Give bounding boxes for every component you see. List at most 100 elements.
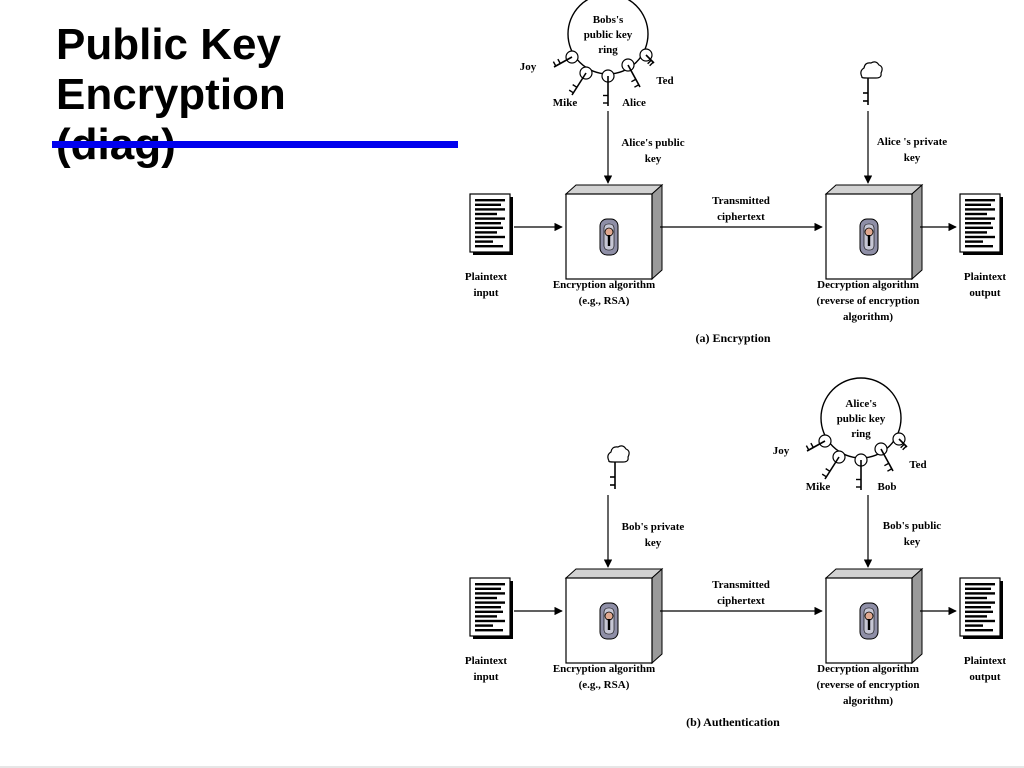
key-icon [621, 58, 641, 88]
plaintext-input-label-line: input [473, 671, 498, 683]
plaintext-output-label-line: output [969, 287, 1001, 299]
ring-name-line: Bob [878, 481, 897, 493]
key-icon [874, 442, 894, 472]
ring-name: Ted [909, 459, 926, 471]
plaintext-output-label: Plaintext output [964, 655, 1006, 683]
ring-name: Bob [878, 481, 897, 493]
document-icon [469, 577, 513, 639]
key-ring-label-line: public key [584, 29, 633, 41]
decryption-algorithm-label-line: Decryption algorithm [817, 663, 919, 675]
encryption-algorithm-label: Encryption algorithm (e.g., RSA) [553, 663, 655, 691]
key-icon [568, 66, 593, 96]
encryption-algorithm-box [564, 567, 664, 665]
key-icon [552, 50, 579, 68]
key-icon [821, 450, 846, 480]
encryption-algorithm-label-line: Encryption algorithm [553, 279, 655, 291]
panel-caption: (a) Encryption [696, 331, 771, 345]
ring-name: Alice [622, 97, 646, 109]
ring-name-line: Joy [520, 61, 537, 73]
ring-name-line: Joy [773, 445, 790, 457]
decryption-key-label-line: key [904, 152, 921, 164]
plaintext-input-label: Plaintext input [465, 271, 507, 299]
decryption-algorithm-label-line: (reverse of encryption [816, 679, 919, 691]
key-ring-label: Alice's public key ring [837, 398, 886, 440]
keyhole-lock-icon [599, 218, 619, 256]
transmitted-ciphertext-label: Transmitted ciphertext [712, 579, 770, 607]
key-icon [805, 434, 832, 452]
title-line: Public Key [56, 20, 281, 69]
decryption-algorithm-label-line: (reverse of encryption [816, 295, 919, 307]
document-icon [959, 193, 1003, 255]
key-icon [854, 453, 868, 490]
key-icon [860, 61, 883, 105]
decryption-algorithm-label: Decryption algorithm (reverse of encrypti… [816, 279, 919, 323]
encryption-key-label-line: key [645, 153, 662, 165]
plaintext-output-label-line: Plaintext [964, 655, 1006, 667]
document-icon [959, 577, 1003, 639]
ring-name-line: Mike [553, 97, 578, 109]
footer-divider [0, 766, 1024, 768]
transmitted-ciphertext-label-line: ciphertext [717, 595, 765, 607]
key-icon [639, 48, 655, 67]
document-icon [469, 193, 513, 255]
key-ring-label-line: public key [837, 413, 886, 425]
panel-caption: (b) Authentication [686, 715, 780, 729]
plaintext-input-label-line: Plaintext [465, 271, 507, 283]
ring-name: Mike [553, 97, 578, 109]
transmitted-ciphertext-label: Transmitted ciphertext [712, 195, 770, 223]
ring-name-line: Mike [806, 481, 831, 493]
key-icon [601, 69, 615, 106]
plaintext-output-label: Plaintext output [964, 271, 1006, 299]
key-ring-label: Bobs's public key ring [584, 14, 633, 56]
transmitted-ciphertext-label-line: Transmitted [712, 579, 770, 591]
keyhole-lock-icon [859, 602, 879, 640]
encryption-algorithm-label-line: (e.g., RSA) [579, 295, 630, 307]
key-ring-label-line: Bobs's [593, 14, 624, 26]
encryption-algorithm-label-line: Encryption algorithm [553, 663, 655, 675]
plaintext-input-label-line: Plaintext [465, 655, 507, 667]
key-icon [892, 432, 908, 451]
panel-caption-line: (b) Authentication [686, 715, 780, 729]
ring-name: Ted [656, 75, 673, 87]
keyhole-lock-icon [859, 218, 879, 256]
decryption-algorithm-label-line: algorithm) [843, 695, 893, 707]
decryption-algorithm-label-line: Decryption algorithm [817, 279, 919, 291]
decryption-algorithm-box [824, 567, 924, 665]
decryption-algorithm-label: Decryption algorithm (reverse of encrypti… [816, 663, 919, 707]
ring-name: Joy [773, 445, 790, 457]
transmitted-ciphertext-label-line: ciphertext [717, 211, 765, 223]
decryption-key-label-line: Alice 's private [877, 136, 947, 148]
plaintext-input-label-line: input [473, 287, 498, 299]
title-line: Encryption [56, 70, 286, 119]
key-ring-label-line: Alice's [845, 398, 877, 410]
ring-name: Joy [520, 61, 537, 73]
encryption-algorithm-label-line: (e.g., RSA) [579, 679, 630, 691]
decryption-key-label-line: key [904, 536, 921, 548]
plaintext-output-label-line: output [969, 671, 1001, 683]
title-underline [52, 141, 458, 148]
ring-name-line: Ted [656, 75, 673, 87]
key-ring-label-line: ring [598, 44, 618, 56]
transmitted-ciphertext-label-line: Transmitted [712, 195, 770, 207]
decryption-key-label-line: Bob's public [883, 520, 942, 532]
decryption-key-label: Alice 's private key [877, 136, 947, 164]
key-icon [607, 445, 630, 489]
encryption-algorithm-box [564, 183, 664, 281]
decryption-key-label: Bob's public key [883, 520, 942, 548]
decryption-algorithm-label-line: algorithm) [843, 311, 893, 323]
ring-name-line: Ted [909, 459, 926, 471]
decryption-algorithm-box [824, 183, 924, 281]
panel-caption-line: (a) Encryption [696, 331, 771, 345]
ring-name: Mike [806, 481, 831, 493]
ring-name-line: Alice [622, 97, 646, 109]
plaintext-output-label-line: Plaintext [964, 271, 1006, 283]
encryption-algorithm-label: Encryption algorithm (e.g., RSA) [553, 279, 655, 307]
key-ring-label-line: ring [851, 428, 871, 440]
